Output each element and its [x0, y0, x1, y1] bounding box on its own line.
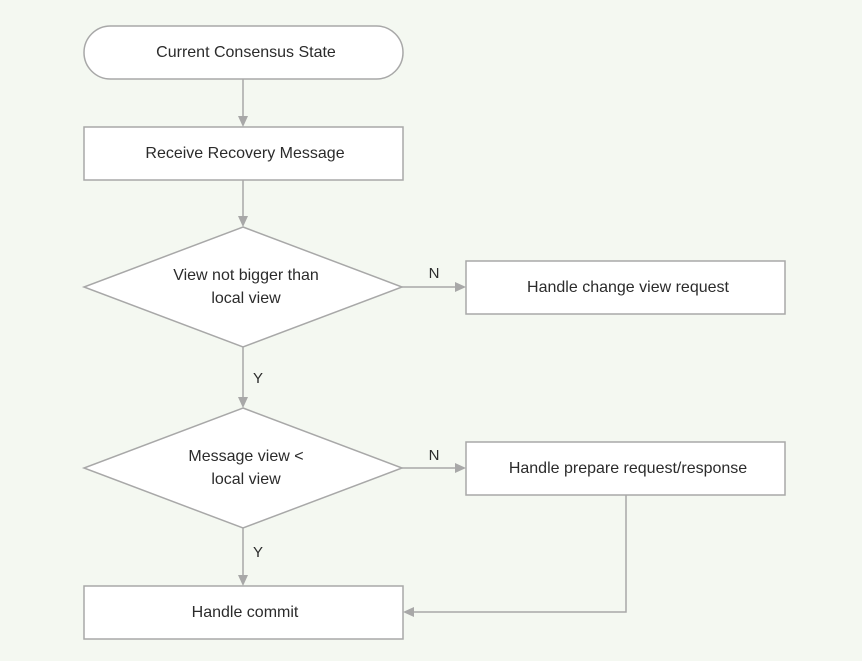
prepare-node: Handle prepare request/response — [465, 441, 786, 496]
edge-decision-view-yes: Y — [238, 347, 263, 408]
arrowhead-icon — [238, 116, 248, 127]
change-view-node: Handle change view request — [465, 260, 786, 315]
receive-node: Receive Recovery Message — [83, 126, 404, 181]
decision-view-label-line1: View not bigger than — [173, 267, 319, 284]
arrowhead-icon — [403, 607, 414, 617]
commit-node: Handle commit — [83, 585, 404, 640]
arrowhead-icon — [238, 216, 248, 227]
arrowhead-icon — [238, 397, 248, 408]
arrowhead-icon — [455, 463, 466, 473]
change-view-node-label: Handle change view request — [527, 279, 729, 296]
decision-view-node: View not bigger than local view — [81, 226, 405, 348]
commit-node-label: Handle commit — [192, 604, 299, 621]
decision-message-no-label: N — [429, 447, 440, 464]
receive-node-label: Receive Recovery Message — [145, 145, 344, 162]
edge-prepare-to-commit — [403, 495, 627, 617]
arrowhead-icon — [455, 282, 466, 292]
decision-message-yes-label: Y — [253, 544, 263, 561]
edge-start-to-receive — [238, 79, 248, 127]
edge-decision-message-no: N — [402, 447, 466, 473]
decision-view-yes-label: Y — [253, 370, 263, 387]
start-node-label: Current Consensus State — [156, 44, 336, 61]
edge-decision-message-yes: Y — [238, 528, 263, 586]
edge-receive-to-decision-view — [238, 180, 248, 227]
decision-message-node: Message view < local view — [81, 407, 405, 529]
arrowhead-icon — [238, 575, 248, 586]
start-node: Current Consensus State — [83, 25, 404, 80]
decision-view-label-line2: local view — [211, 290, 281, 307]
decision-view-no-label: N — [429, 265, 440, 282]
prepare-node-label: Handle prepare request/response — [509, 460, 747, 477]
edge-decision-view-no: N — [402, 265, 466, 292]
decision-message-label-line1: Message view < — [188, 448, 303, 465]
decision-message-label-line2: local view — [211, 471, 281, 488]
